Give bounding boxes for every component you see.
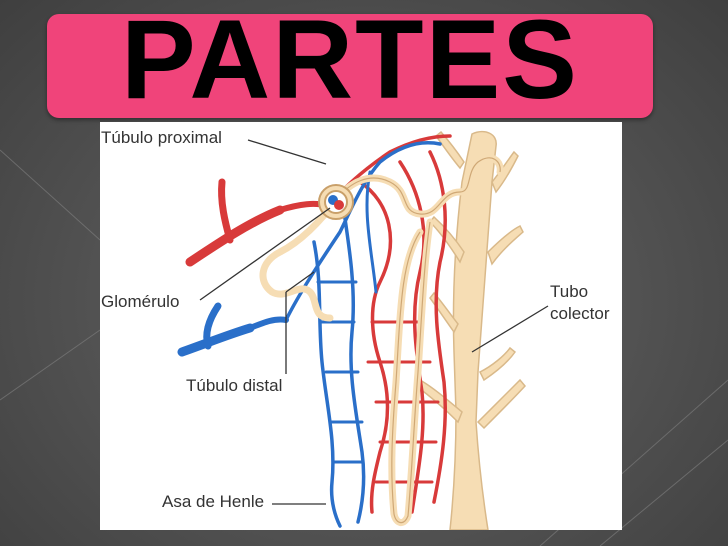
nephron-figure: Túbulo proximal Glomérulo Tubo colector … [100,122,622,530]
label-tubulo-distal: Túbulo distal [186,376,282,396]
collecting-duct [416,132,525,530]
label-asa-de-henle: Asa de Henle [162,492,264,512]
label-colector: colector [550,304,610,324]
glomerulus [319,185,353,219]
label-tubo: Tubo [550,282,588,302]
slide-title: PARTES [47,4,653,116]
label-glomerulo: Glomérulo [101,292,179,312]
label-tubulo-proximal: Túbulo proximal [101,128,222,148]
nephron-illustration [100,122,622,530]
